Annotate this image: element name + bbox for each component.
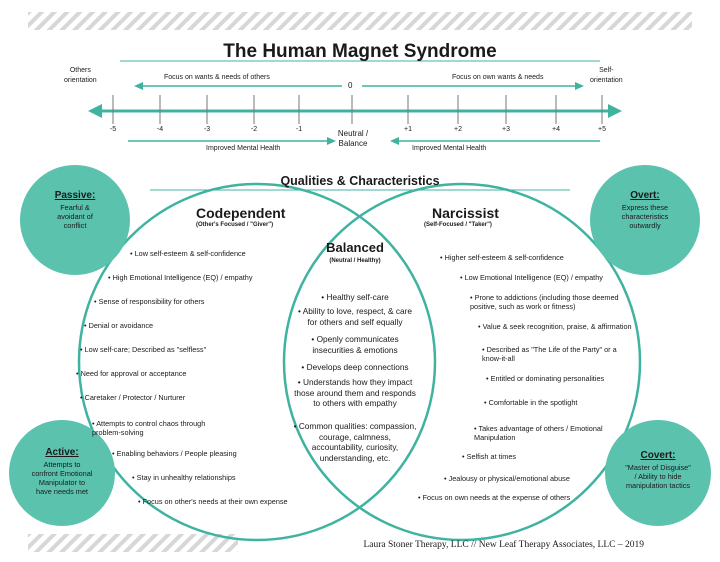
- passive-bubble-text: Passive: Fearful & avoidant of conflict: [30, 190, 120, 230]
- tick-label: +2: [454, 126, 462, 133]
- passive-bubble: [20, 165, 130, 275]
- passive-heading: Passive:: [54, 190, 96, 201]
- balanced-item: Openly communicates insecurities & emoti…: [262, 334, 448, 355]
- active-bubble-text: Active: Attempts to confront Emotional M…: [14, 447, 110, 496]
- codependent-item: Need for approval or acceptance: [76, 369, 187, 378]
- others-orientation-label: Others orientation: [64, 67, 97, 84]
- codependent-item: Low self-esteem & self-confidence: [130, 249, 246, 258]
- overt-body: Express these characteristics outwardly: [621, 203, 669, 230]
- overt-bubble-text: Overt: Express these characteristics out…: [600, 190, 690, 230]
- overt-heading: Overt:: [630, 190, 660, 201]
- covert-bubble-text: Covert: "Master of Disguise" / Ability t…: [608, 450, 708, 490]
- balanced-item: Common qualities: compassion, courage, c…: [262, 421, 448, 463]
- bottom-right-arrow-label: Improved Mental Health: [412, 145, 487, 152]
- bottom-stripe-border: [28, 534, 238, 552]
- bottom-left-arrow-label: Improved Mental Health: [206, 145, 281, 152]
- covert-heading: Covert:: [640, 450, 676, 461]
- balanced-item: Develops deep connections: [262, 362, 448, 373]
- codependent-item: Denial or avoidance: [84, 321, 154, 330]
- codependent-item: Sense of responsibility for others: [94, 297, 205, 306]
- balanced-subtitle: (Neutral / Healthy): [329, 258, 381, 264]
- balanced-item: Ability to love, respect, & care for oth…: [262, 306, 448, 327]
- narcissist-item: Low Emotional Intelligence (EQ) / empath…: [460, 273, 603, 282]
- codependent-item: Stay in unhealthy relationships: [132, 473, 236, 482]
- active-body: Attempts to confront Emotional Manipulat…: [31, 460, 93, 496]
- covert-body: "Master of Disguise" / Ability to hide m…: [625, 463, 691, 490]
- tick-label: -2: [250, 126, 258, 133]
- tick-label: -3: [203, 126, 211, 133]
- overt-bubble: [590, 165, 700, 275]
- tick-label: +1: [404, 126, 412, 133]
- active-bubble: [9, 420, 115, 526]
- narcissist-item: Takes advantage of others / Emotional Ma…: [474, 424, 603, 442]
- passive-body: Fearful & avoidant of conflict: [57, 203, 93, 230]
- codependent-item: Low self-care; Described as "selfless": [80, 345, 207, 354]
- codependent-item: Enabling behaviors / People pleasing: [112, 449, 237, 458]
- codependent-item: High Emotional Intelligence (EQ) / empat…: [108, 273, 253, 282]
- active-heading: Active:: [45, 447, 79, 458]
- covert-bubble: [605, 420, 711, 526]
- narcissist-item: Value & seek recognition, praise, & affi…: [478, 322, 632, 331]
- scale-ticks: [112, 95, 603, 124]
- codependent-subtitle: (Other's Focused / "Giver"): [196, 222, 274, 228]
- narcissist-item: Jealousy or physical/emotional abuse: [444, 474, 570, 483]
- codependent-item: Attempts to control chaos through proble…: [92, 419, 205, 437]
- self-orientation-label: Self- orientation: [590, 67, 623, 84]
- copyright-footer: Laura Stoner Therapy, LLC // New Leaf Th…: [363, 540, 644, 550]
- qualities-heading: Qualities & Characteristics: [280, 174, 440, 188]
- narcissist-item: Prone to addictions (including those dee…: [470, 293, 619, 311]
- codependent-item: Caretaker / Protector / Nurturer: [80, 393, 186, 402]
- top-right-arrow-label: Focus on own wants & needs: [452, 74, 544, 81]
- codependent-title: Codependent: [196, 205, 286, 221]
- balanced-title: Balanced: [326, 240, 384, 255]
- narcissist-item: Entitled or dominating personalities: [486, 374, 605, 383]
- scale-zero: 0: [348, 81, 353, 90]
- page-title: The Human Magnet Syndrome: [223, 41, 497, 62]
- balanced-item: Healthy self-care: [262, 292, 448, 303]
- top-stripe-border: [28, 12, 692, 30]
- narcissist-title: Narcissist: [432, 205, 499, 221]
- tick-label: +5: [598, 126, 606, 133]
- narcissist-item: Comfortable in the spotlight: [484, 398, 578, 407]
- top-left-arrow-label: Focus on wants & needs of others: [164, 74, 270, 81]
- narcissist-item: Described as "The Life of the Party" or …: [482, 345, 617, 363]
- tick-label: -1: [295, 126, 303, 133]
- tick-label: -5: [109, 126, 117, 133]
- tick-label: +4: [552, 126, 560, 133]
- neutral-balance-label: Neutral / Balance: [337, 129, 369, 148]
- tick-label: +3: [502, 126, 510, 133]
- narcissist-item: Higher self-esteem & self-confidence: [440, 253, 564, 262]
- narcissist-item: Focus on own needs at the expense of oth…: [418, 493, 571, 502]
- narcissist-subtitle: (Self-Focused / "Taker"): [424, 222, 492, 228]
- balanced-item: Understands how they impact those around…: [262, 377, 448, 409]
- narcissist-item: Selfish at times: [462, 452, 516, 461]
- tick-label: -4: [156, 126, 164, 133]
- codependent-item: Focus on other's needs at their own expe…: [138, 497, 288, 506]
